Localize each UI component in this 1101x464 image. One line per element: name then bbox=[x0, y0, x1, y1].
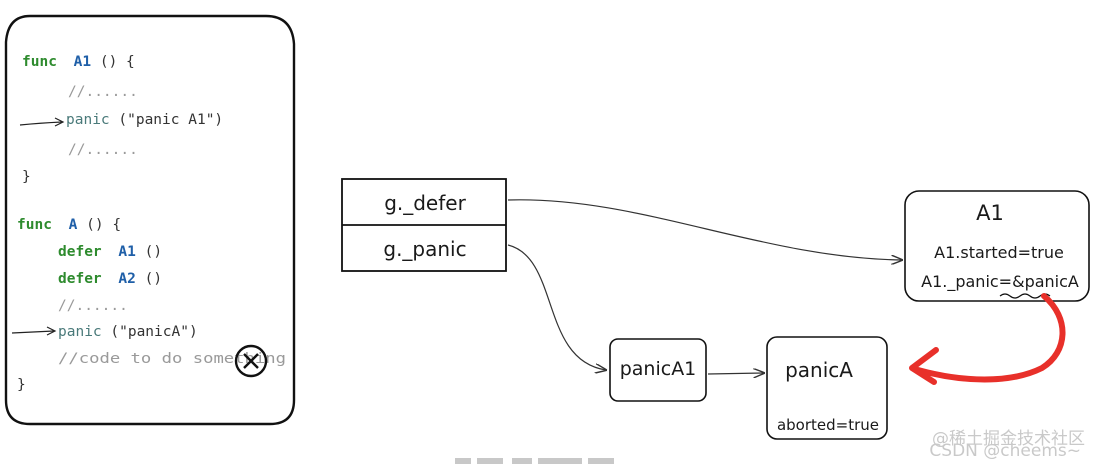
code-line-6: func A () { bbox=[17, 217, 121, 233]
circled-x-icon bbox=[234, 344, 268, 378]
arrow-defer-to-a1 bbox=[507, 199, 902, 260]
keyword-defer: defer bbox=[58, 244, 102, 260]
keyword-func: func bbox=[17, 217, 52, 233]
code-line-5-brace: } bbox=[22, 169, 31, 185]
code-line-8: defer A2 () bbox=[58, 271, 162, 287]
cropped-caption-fragment bbox=[455, 458, 614, 464]
goroutine-struct-box: g._defer g._panic bbox=[341, 178, 507, 272]
panic-call: panic bbox=[66, 112, 110, 128]
code-punctuation: () bbox=[145, 271, 162, 287]
g-panic-field: g._panic bbox=[383, 237, 466, 261]
arrow-panic-to-panic-a1 bbox=[507, 244, 606, 370]
code-line-10: panic ("panicA") bbox=[58, 324, 198, 340]
code-line-9-comment: //...... bbox=[58, 298, 128, 314]
code-punctuation: () { bbox=[100, 54, 135, 70]
code-punctuation: () bbox=[145, 244, 162, 260]
function-name-a1: A1 bbox=[118, 244, 136, 260]
code-line-4-comment: //...... bbox=[68, 142, 138, 158]
function-name-a1: A1 bbox=[74, 54, 92, 70]
pointer-arrow-icon bbox=[11, 326, 57, 336]
code-line-12-brace: } bbox=[17, 377, 26, 393]
defer-a1-title: A1 bbox=[976, 201, 1004, 225]
squiggle-underline bbox=[999, 293, 1051, 299]
defer-a1-panic-ptr: A1._panic=&panicA bbox=[921, 272, 1079, 292]
panic-a-title: panicA bbox=[785, 358, 853, 382]
panic-a1-box: panicA1 bbox=[609, 338, 707, 402]
panic-a1-box-border bbox=[609, 338, 707, 402]
code-line-7: defer A1 () bbox=[58, 244, 162, 260]
panic-args: ("panicA") bbox=[110, 324, 197, 340]
panic-args: ("panic A1") bbox=[118, 112, 223, 128]
code-panel-border bbox=[4, 14, 296, 426]
g-defer-field: g._defer bbox=[384, 191, 466, 215]
defer-a1-started: A1.started=true bbox=[934, 243, 1064, 262]
panic-a-box-border bbox=[766, 336, 888, 440]
code-line-11-comment: //code to do something bbox=[58, 351, 286, 367]
keyword-defer: defer bbox=[58, 271, 102, 287]
watermark-juejin: @稀土掘金技术社区 bbox=[932, 429, 1085, 449]
keyword-func: func bbox=[22, 54, 57, 70]
code-punctuation: () { bbox=[86, 217, 121, 233]
code-panel: func A1 () { //...... panic ("panic A1")… bbox=[4, 14, 296, 426]
panic-call: panic bbox=[58, 324, 102, 340]
arrow-panic-a1-to-panic-a bbox=[707, 373, 764, 374]
panic-a-box: panicA aborted=true bbox=[766, 336, 888, 440]
function-name-a2: A2 bbox=[118, 271, 135, 287]
code-line-2-comment: //...... bbox=[68, 84, 138, 100]
watermark-csdn: CSDN @cheems~ bbox=[929, 441, 1081, 461]
pointer-arrow-icon bbox=[19, 117, 65, 127]
code-line-1: func A1 () { bbox=[22, 54, 135, 70]
red-curved-arrow-icon bbox=[909, 293, 1066, 385]
function-name-a: A bbox=[69, 217, 78, 233]
code-line-3: panic ("panic A1") bbox=[66, 112, 223, 128]
panic-a-aborted: aborted=true bbox=[777, 416, 879, 434]
defer-a1-box-border bbox=[904, 190, 1090, 302]
defer-a1-box: A1 A1.started=true A1._panic=&panicA bbox=[904, 190, 1090, 302]
panic-a1-label: panicA1 bbox=[620, 358, 697, 380]
